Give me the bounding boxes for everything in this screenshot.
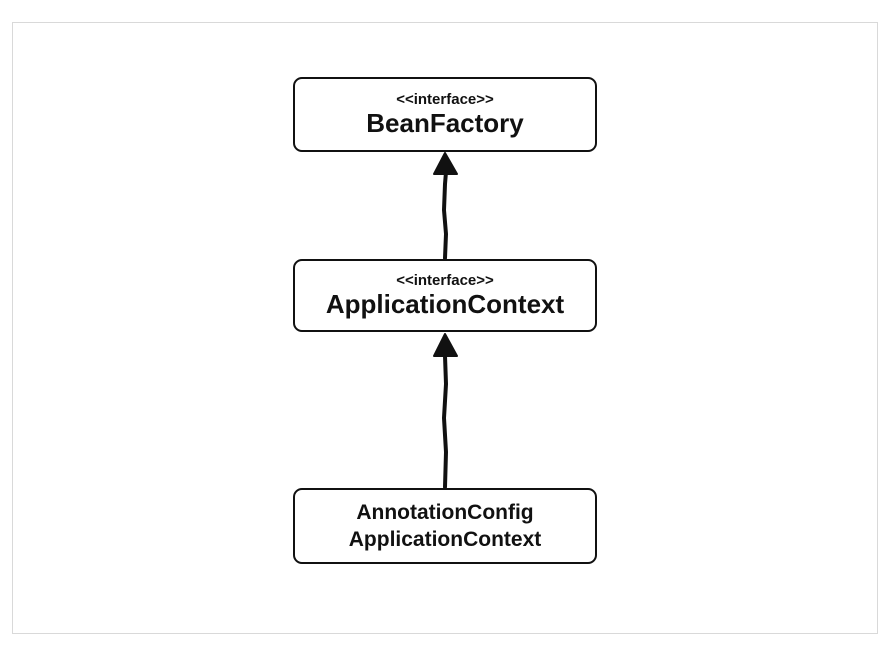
arrow-appcontext-to-beanfactory (433, 152, 458, 260)
node-application-context: <<interface>> ApplicationContext (293, 259, 597, 332)
arrow-shaft (441, 354, 449, 489)
arrow-head (433, 152, 458, 175)
node-name: BeanFactory (366, 107, 524, 138)
node-bean-factory: <<interface>> BeanFactory (293, 77, 597, 152)
node-name: ApplicationContext (325, 288, 565, 319)
node-stereotype: <<interface>> (396, 90, 494, 108)
node-annotation-config-application-context: AnnotationConfig ApplicationContext (293, 488, 597, 564)
arrow-head (433, 333, 458, 357)
node-stereotype: <<interface>> (396, 271, 494, 289)
arrow-shaft (441, 170, 449, 260)
node-name-line-2: ApplicationContext (348, 528, 542, 551)
arrow-annotation-to-appcontext (433, 333, 458, 489)
node-name-line-1: AnnotationConfig (356, 501, 534, 524)
